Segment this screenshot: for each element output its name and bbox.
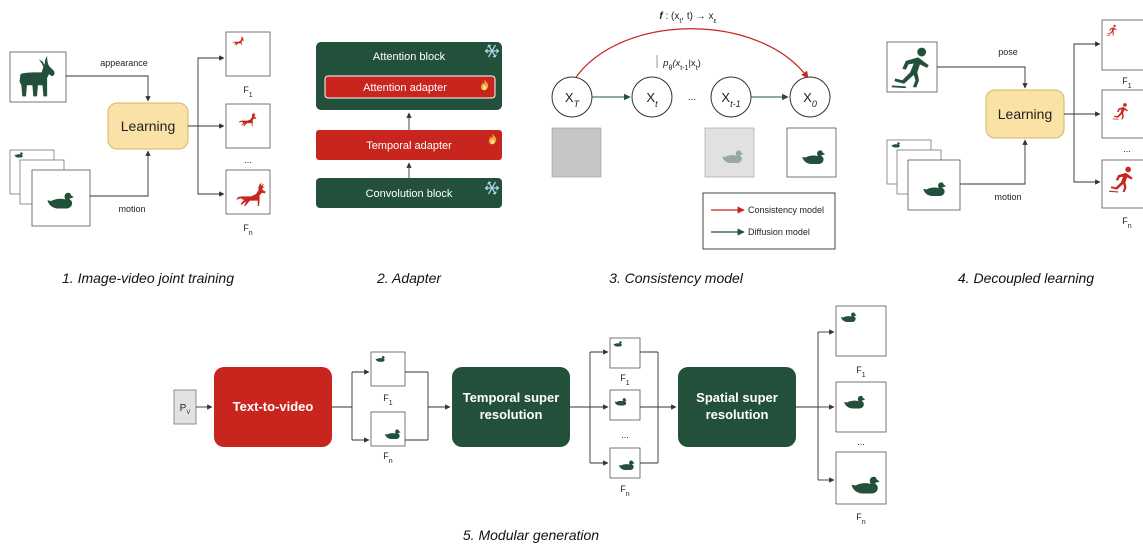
panel-adapter: Attention block Attention adapter Tempor… bbox=[316, 42, 502, 286]
output-frame-1 bbox=[225, 31, 271, 77]
motion-frame-front bbox=[31, 169, 91, 227]
attention-adapter-label: Attention adapter bbox=[363, 82, 447, 94]
node-xt bbox=[631, 76, 673, 118]
temporal-adapter bbox=[316, 130, 502, 160]
temporal-sr-label-line1: Temporal super bbox=[463, 390, 560, 405]
temporal-adapter-label: Temporal adapter bbox=[366, 140, 452, 152]
frame-label-fn: Fn bbox=[243, 223, 253, 237]
svg-text:F1: F1 bbox=[383, 393, 393, 407]
attention-adapter bbox=[324, 75, 496, 99]
frame-ellipsis: ... bbox=[244, 155, 252, 165]
motion-label: motion bbox=[994, 192, 1021, 202]
node-x0 bbox=[789, 76, 831, 118]
frame-label-fn: Fn bbox=[1122, 216, 1132, 230]
motion-label: motion bbox=[118, 204, 145, 214]
tsr-frame-1 bbox=[609, 337, 641, 369]
svg-text:Fn: Fn bbox=[383, 451, 393, 465]
attention-block-label: Attention block bbox=[373, 51, 446, 63]
learning-label: Learning bbox=[121, 118, 176, 134]
panel-image-video-joint-training: Learning appearance motion F1 ... Fn 1. … bbox=[9, 31, 271, 286]
legend-consistency-label: Consistency model bbox=[748, 205, 824, 215]
legend-box bbox=[702, 192, 836, 250]
t2v-frame-1 bbox=[370, 351, 406, 387]
ssr-frame-n bbox=[835, 451, 887, 505]
consistency-arc bbox=[573, 28, 809, 81]
convolution-block bbox=[316, 178, 502, 208]
frame-label-f1: F1 bbox=[243, 85, 253, 99]
tsr-frame-n bbox=[609, 447, 641, 479]
svg-text:F1: F1 bbox=[620, 373, 630, 387]
consistency-formula: f : (xt, t) → xε bbox=[659, 11, 716, 25]
svg-text:Xt-1: Xt-1 bbox=[721, 90, 740, 109]
frame-label-f1: F1 bbox=[1122, 76, 1132, 90]
convolution-block-label: Convolution block bbox=[366, 188, 453, 200]
svg-text:F1: F1 bbox=[856, 365, 866, 379]
spatial-sr-label-line2: resolution bbox=[706, 407, 769, 422]
node-ellipsis: ... bbox=[688, 92, 696, 103]
svg-text:X0: X0 bbox=[803, 90, 817, 109]
svg-text:PV: PV bbox=[180, 403, 191, 416]
spatial-sr-label-line1: Spatial super bbox=[696, 390, 778, 405]
temporal-super-resolution-block bbox=[452, 367, 570, 447]
caption-panel-5: 5. Modular generation bbox=[463, 527, 599, 543]
svg-text:...: ... bbox=[857, 437, 865, 447]
caption-panel-2: 2. Adapter bbox=[376, 270, 442, 286]
svg-text:Fn: Fn bbox=[856, 512, 866, 526]
pose-image-frame bbox=[886, 41, 938, 93]
panel-consistency-model: f : (xt, t) → xε pθ(xt-1|xt) XT Xt ... X… bbox=[551, 11, 837, 286]
t2v-frame-n bbox=[370, 411, 406, 447]
caption-panel-4: 4. Decoupled learning bbox=[958, 270, 1094, 286]
legend-diffusion-label: Diffusion model bbox=[748, 227, 810, 237]
caption-panel-1: 1. Image-video joint training bbox=[62, 270, 234, 286]
learning-label: Learning bbox=[998, 106, 1053, 122]
svg-text:...: ... bbox=[621, 430, 629, 440]
motion-frame-front bbox=[907, 159, 961, 211]
output-frame-2 bbox=[225, 103, 271, 149]
panel-decoupled-learning: Learning pose motion F1 ... Fn 4. Decoup… bbox=[886, 19, 1143, 286]
temporal-sr-label-line2: resolution bbox=[480, 407, 543, 422]
node-xt-1 bbox=[710, 76, 752, 118]
tsr-frame-2 bbox=[609, 389, 641, 421]
caption-panel-3: 3. Consistency model bbox=[609, 270, 744, 286]
text-to-video-block bbox=[214, 367, 332, 447]
ssr-frame-1 bbox=[835, 305, 887, 357]
frame-ellipsis: ... bbox=[1123, 144, 1131, 154]
appearance-label: appearance bbox=[100, 58, 148, 68]
denoising-image bbox=[704, 127, 755, 178]
clean-image bbox=[786, 127, 837, 178]
svg-text:XT: XT bbox=[565, 90, 581, 109]
svg-text:Fn: Fn bbox=[620, 484, 630, 498]
noise-image bbox=[551, 127, 602, 178]
spatial-super-resolution-block bbox=[678, 367, 796, 447]
pose-label: pose bbox=[998, 47, 1018, 57]
output-frame-1 bbox=[1101, 19, 1143, 71]
svg-text:Xt: Xt bbox=[646, 90, 658, 109]
reverse-transition-label: pθ(xt-1|xt) bbox=[662, 58, 701, 72]
text-to-video-label: Text-to-video bbox=[233, 399, 314, 414]
panel-modular-generation: PV Text-to-video F1 Fn Temporal super res… bbox=[173, 305, 887, 543]
